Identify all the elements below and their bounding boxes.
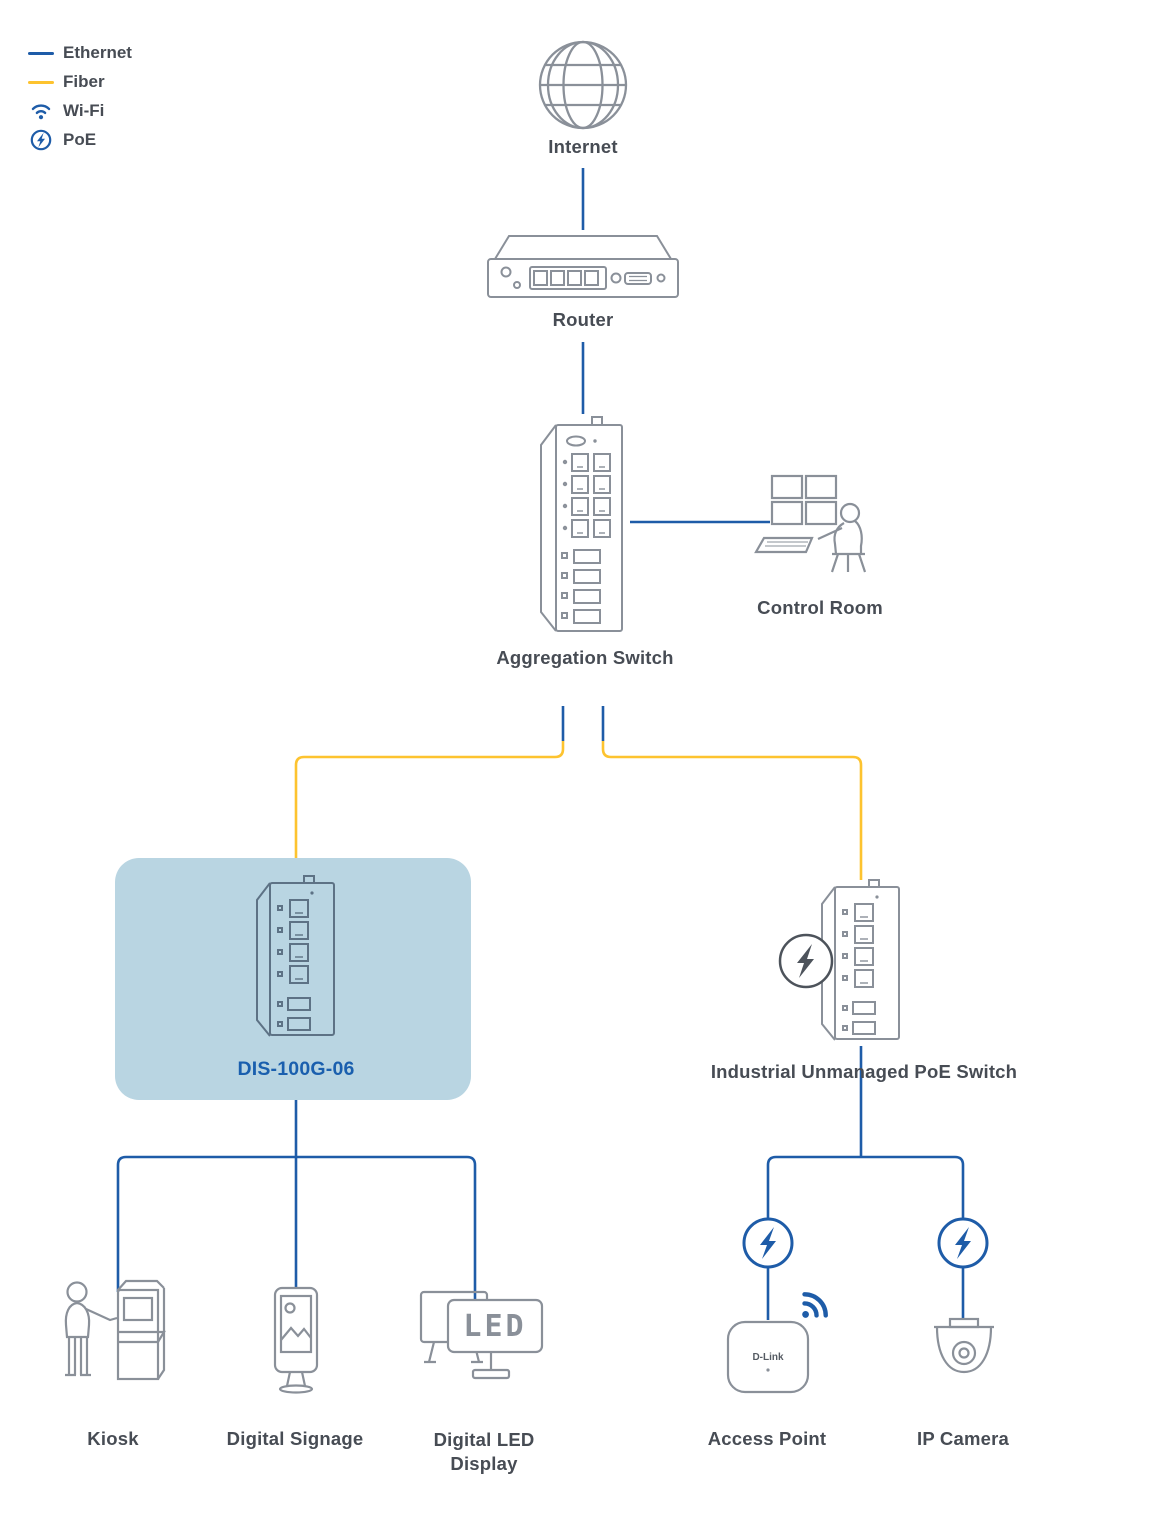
fiber-line-icon (28, 80, 54, 84)
control-room-label: Control Room (757, 597, 883, 618)
monitor-wall (770, 474, 838, 526)
access-point-icon: D-Link (726, 1320, 810, 1394)
dis-switch-node (250, 872, 342, 1051)
aggregation-switch-node (534, 412, 630, 645)
rj45-ports (842, 903, 874, 988)
internet-node (537, 38, 629, 139)
led-screen-text: LED (463, 1309, 526, 1344)
dis-switch-label: DIS-100G-06 (237, 1058, 355, 1080)
legend-item-fiber: Fiber (28, 71, 132, 93)
legend: Ethernet Fiber Wi-Fi (28, 42, 132, 151)
fiber-line-aggswitch-poeswitch (601, 741, 863, 880)
rj45-ports (562, 453, 611, 538)
globe-icon (538, 40, 628, 130)
person (64, 1281, 118, 1377)
kiosk-node (55, 1276, 175, 1405)
legend-item-wifi: Wi-Fi (28, 100, 132, 122)
digital-signage-icon (273, 1286, 319, 1394)
poe-switch-node (815, 876, 907, 1055)
ip-camera-label: IP Camera (917, 1428, 1009, 1449)
internet-label: Internet (548, 136, 618, 157)
legend-item-poe: PoE (28, 129, 132, 151)
router-icon (487, 235, 679, 298)
legend-label: Wi-Fi (63, 101, 105, 120)
dis-switch-highlight-box (115, 858, 471, 1100)
kiosk-icon (64, 1279, 166, 1381)
router-label: Router (552, 309, 614, 330)
access-point-label: Access Point (707, 1428, 827, 1449)
digital-led-display-label: Digital LED Display (433, 1429, 535, 1475)
sfp-slots (277, 997, 311, 1031)
rj45-ports (277, 899, 309, 984)
keyboard (754, 536, 814, 554)
ethernet-branch-dis-kiosk-led (116, 1155, 477, 1302)
ip-camera-icon (934, 1317, 994, 1374)
wifi-icon (31, 103, 51, 119)
kiosk-terminal (116, 1279, 166, 1381)
control-room-icon (754, 474, 867, 573)
digital-led-display-icon: LED (419, 1290, 544, 1380)
wifi-icon (802, 1292, 828, 1318)
ethernet-line-icon (28, 51, 54, 55)
poe-switch-label: Industrial Unmanaged PoE Switch (710, 1061, 1018, 1082)
legend-item-ethernet: Ethernet (28, 42, 132, 64)
ethernet-branch-poe-ap-camera (766, 1155, 965, 1320)
digital-signage-label: Digital Signage (226, 1428, 364, 1449)
fiber-line-aggswitch-dis (294, 741, 565, 862)
dis-switch-icon (256, 875, 335, 1037)
sfp-slots (561, 549, 601, 624)
dlink-logo: D-Link (752, 1352, 784, 1363)
sfp-slots (842, 1001, 876, 1035)
aggregation-switch-label: Aggregation Switch (496, 647, 674, 668)
poe-switch-icon (821, 879, 900, 1041)
digital-led-display-node: LED (418, 1280, 548, 1401)
poe-icon (30, 129, 52, 151)
legend-label: PoE (63, 130, 97, 149)
control-room-node (752, 466, 892, 603)
digital-signage-node (262, 1286, 330, 1405)
router-node (484, 228, 682, 309)
wifi-signal (790, 1284, 836, 1335)
legend-label: Ethernet (63, 43, 132, 62)
operator-person (817, 502, 867, 573)
legend-label: Fiber (63, 72, 105, 91)
industrial-switch-icon (540, 416, 623, 632)
access-point-node: D-Link (726, 1318, 810, 1401)
ip-camera-node (928, 1316, 1000, 1401)
kiosk-label: Kiosk (87, 1428, 139, 1449)
